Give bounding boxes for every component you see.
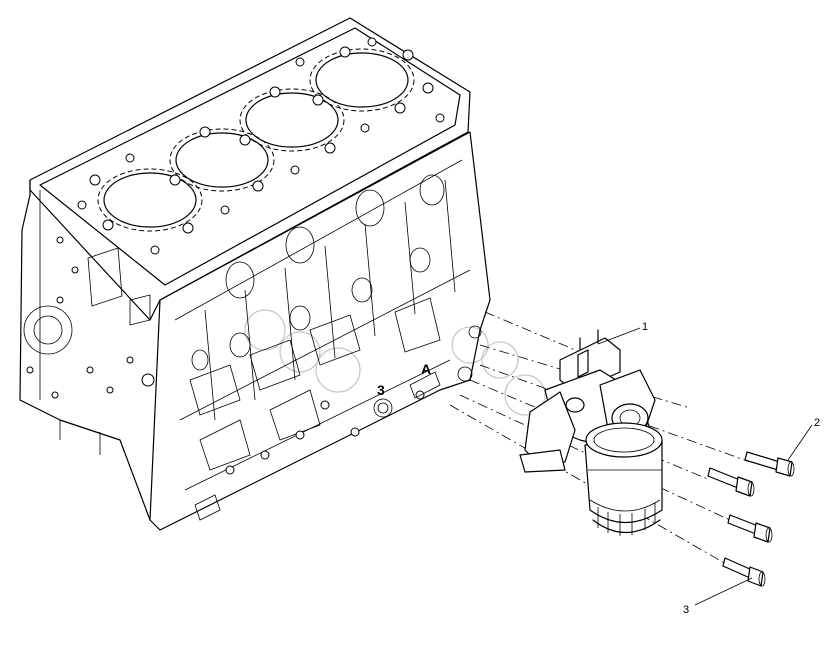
bolt-upper-right <box>744 451 795 477</box>
bolt-lower <box>727 514 773 543</box>
callout-3-leader <box>694 577 753 606</box>
mounting-bolts <box>707 451 795 587</box>
callout-1-leader <box>597 327 641 345</box>
block-mark-a: A <box>421 361 431 377</box>
callout-2-label: 2 <box>814 417 820 429</box>
bolt-middle <box>707 467 755 497</box>
callout-1-label: 1 <box>642 321 648 333</box>
callouts: 1 2 3 <box>597 321 820 616</box>
callout-3-label: 3 <box>683 604 689 616</box>
cylinder-bores <box>97 48 415 232</box>
oil-filter-head <box>519 329 657 473</box>
head-bolt-holes <box>77 37 445 255</box>
bolt-bottom <box>722 557 766 587</box>
watermark <box>244 309 546 416</box>
oil-filter-cartridge <box>584 422 663 536</box>
callout-2-leader <box>787 424 813 461</box>
engine-block: 3 A <box>19 17 491 531</box>
block-mark-3: 3 <box>377 382 385 398</box>
